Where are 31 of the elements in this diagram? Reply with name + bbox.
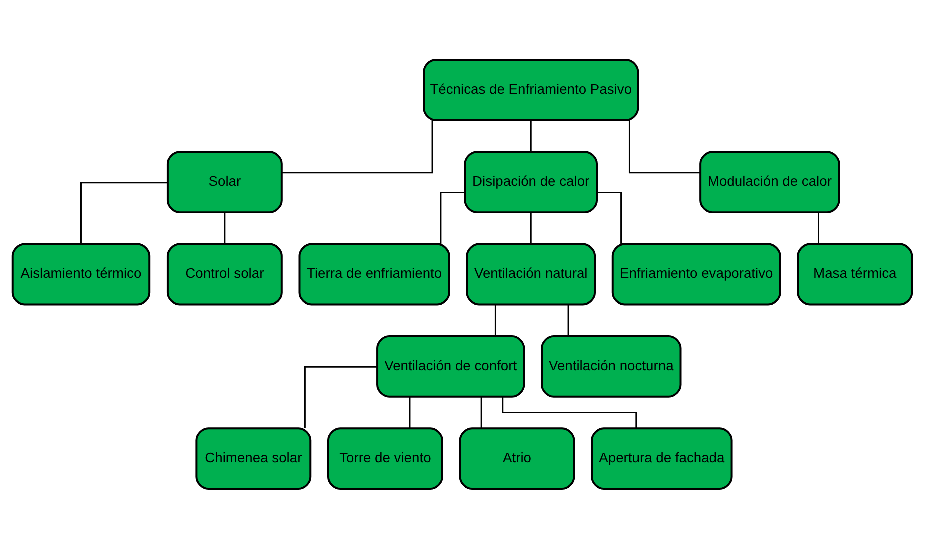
node-box: Tierra de enfriamiento bbox=[298, 242, 450, 306]
connector bbox=[480, 396, 482, 428]
node-box: Torre de viento bbox=[327, 427, 444, 490]
connector bbox=[597, 192, 622, 244]
node-box: Control solar bbox=[166, 242, 283, 306]
node-box: Técnicas de Enfriamiento Pasivo bbox=[423, 58, 640, 121]
node-box: Disipación de calor bbox=[464, 150, 598, 214]
connector bbox=[494, 304, 496, 336]
node-box: Modulación de calor bbox=[700, 150, 840, 214]
node-box: Masa térmica bbox=[797, 242, 914, 306]
connector bbox=[502, 396, 638, 428]
connector bbox=[409, 396, 411, 428]
connector bbox=[530, 212, 532, 244]
connector bbox=[304, 366, 378, 428]
node-box: Atrio bbox=[459, 427, 576, 490]
node-box: Aislamiento térmico bbox=[12, 242, 151, 306]
connector bbox=[818, 212, 820, 244]
node-box: Ventilación de confort bbox=[376, 334, 526, 398]
node-box: Apertura de fachada bbox=[591, 427, 733, 490]
node-box: Chimenea solar bbox=[196, 427, 312, 490]
node-box: Ventilación natural bbox=[466, 242, 596, 306]
node-box: Enfriamiento evaporativo bbox=[612, 242, 782, 306]
connector bbox=[80, 182, 168, 244]
connector bbox=[282, 120, 434, 174]
connector bbox=[224, 212, 226, 244]
connector bbox=[568, 304, 570, 336]
connector bbox=[628, 120, 700, 174]
connector bbox=[530, 120, 532, 152]
node-box: Solar bbox=[166, 150, 283, 214]
node-box: Ventilación nocturna bbox=[541, 334, 682, 398]
connector bbox=[440, 192, 466, 244]
